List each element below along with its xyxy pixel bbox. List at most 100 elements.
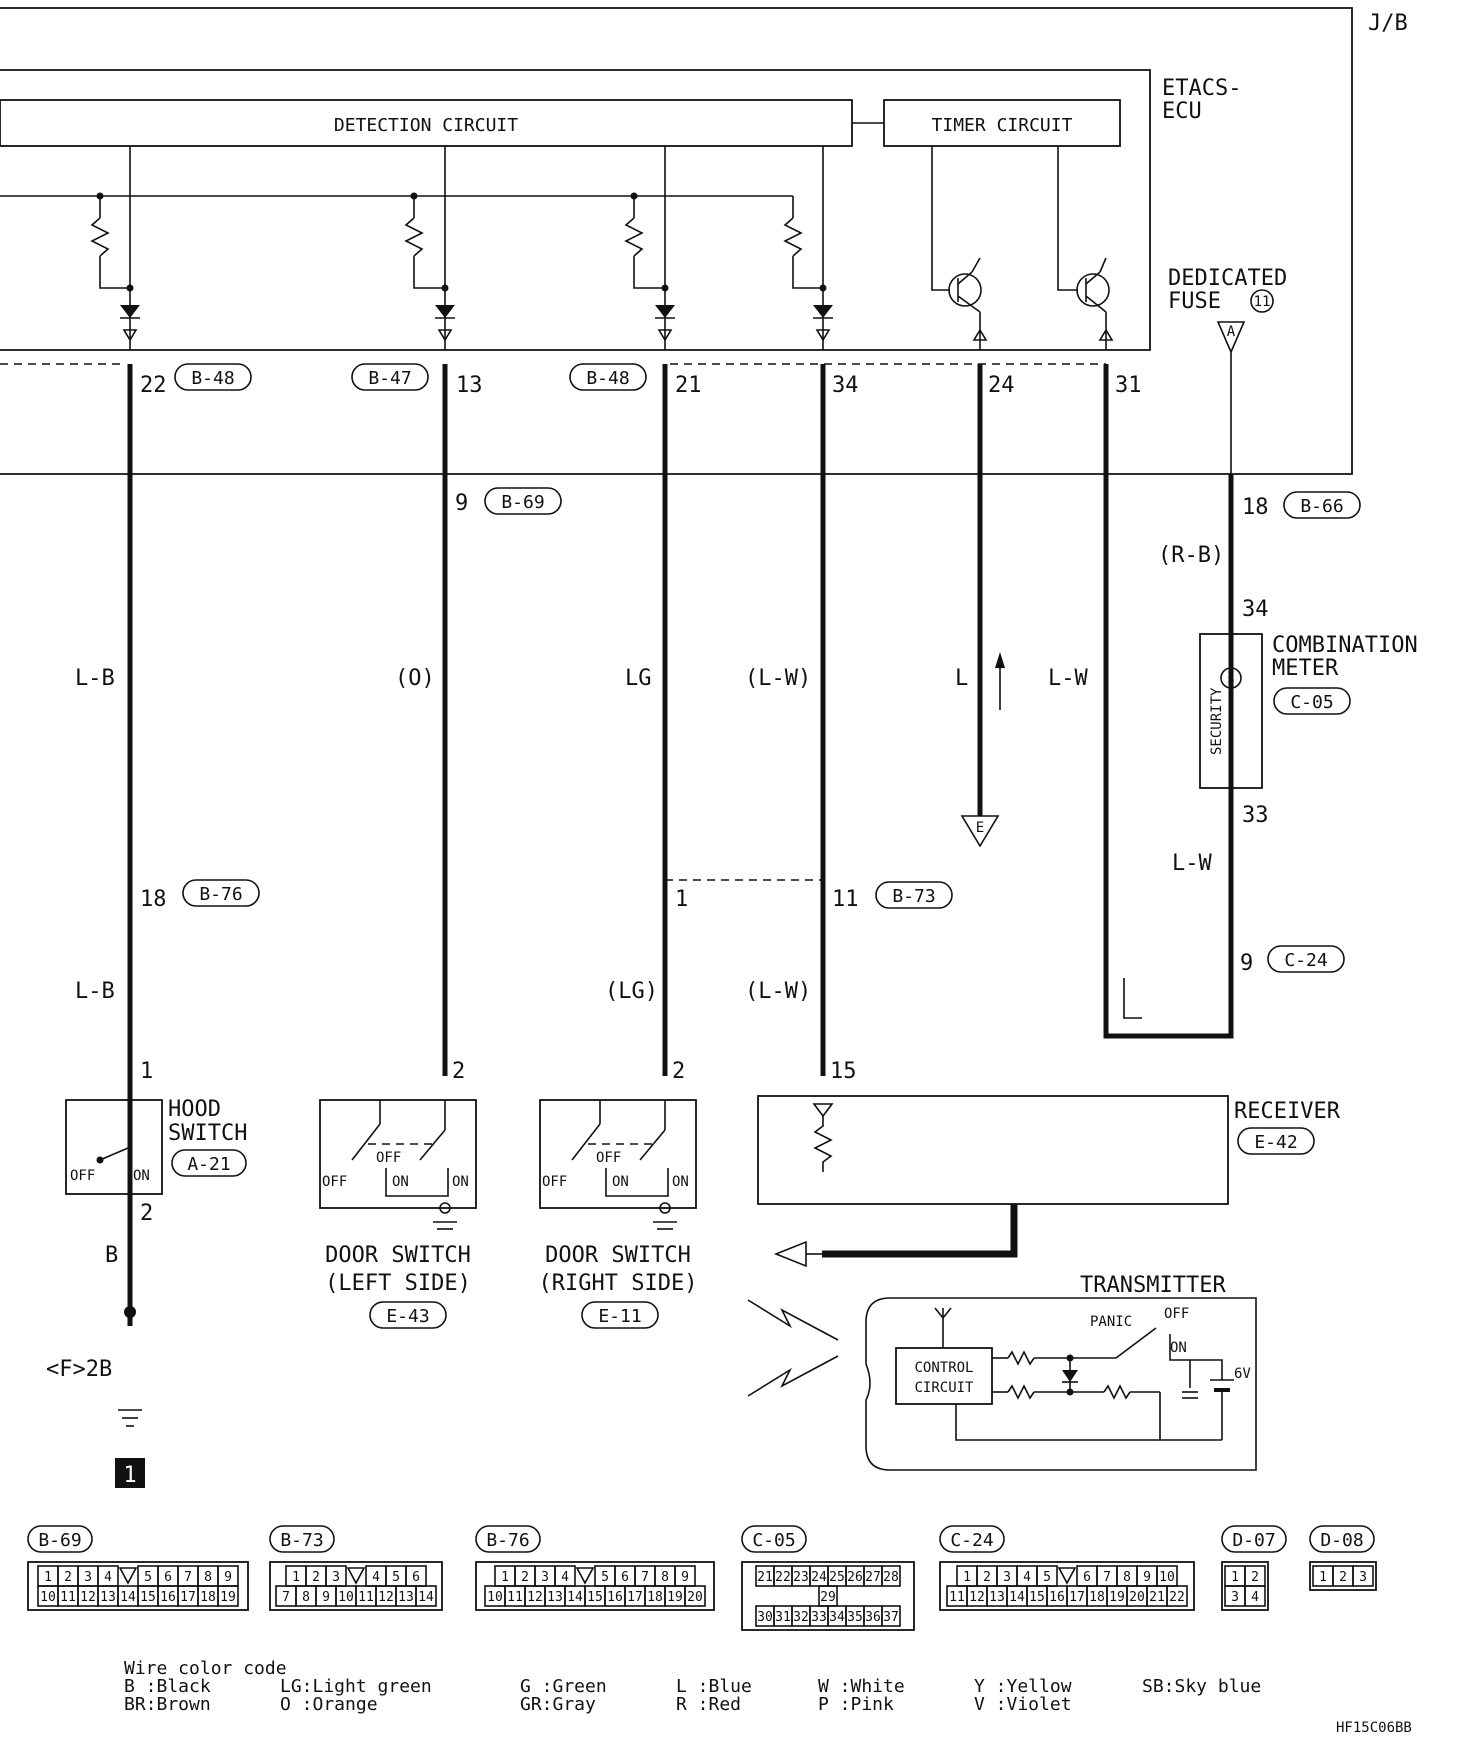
connector-pin: 10 [40, 1590, 56, 1605]
connector-pin: 2 [64, 1570, 72, 1585]
connector-pin: 20 [1129, 1590, 1145, 1605]
connector-c24: C-24 [1284, 950, 1327, 971]
timer-circuit-box [883, 99, 1121, 147]
connector-pin: 17 [627, 1590, 643, 1605]
connector-pin: 18 [1089, 1590, 1105, 1605]
mid-connectors: 18 B-76 1 11 B-73 9 C-24 [140, 879, 1345, 1019]
connector-pin: 19 [667, 1590, 683, 1605]
transmitter-label: TRANSMITTER [1080, 1273, 1226, 1298]
door-right-off2-label: OFF [542, 1174, 567, 1190]
wires [127, 364, 1234, 1326]
connector-b73: B-73 [892, 886, 935, 907]
connector-pin: 1 [963, 1570, 971, 1585]
detection-branch-door-right [624, 146, 675, 350]
connector-pin: 20 [687, 1590, 703, 1605]
connector-pin: 2 [1339, 1570, 1347, 1585]
connector-pin: 28 [883, 1570, 899, 1585]
connector-pin: 18 [200, 1590, 216, 1605]
junction-block: J/B [0, 7, 1408, 475]
connector-pin: 29 [820, 1590, 836, 1605]
connector-pin: 5 [1043, 1570, 1051, 1585]
door-right-on2-label: ON [672, 1174, 689, 1190]
battery-label: 6V [1234, 1366, 1251, 1382]
legend-entry-sky-blue: SB:Sky blue [1142, 1676, 1261, 1697]
connector-pin: 12 [969, 1590, 985, 1605]
wire-color-door-right-lower: (LG) [605, 979, 658, 1004]
e-label: E [976, 820, 984, 836]
wire-color-door-right-upper: LG [625, 666, 652, 691]
e-terminal: E [960, 815, 1000, 848]
svg-text:s: s [1227, 671, 1235, 687]
hood-switch-label-line1: HOOD [168, 1097, 221, 1122]
connector-pin: 14 [567, 1590, 583, 1605]
connector-pin: 2 [1251, 1570, 1259, 1585]
radio-signal-icon [747, 1299, 839, 1397]
timer-circuit-label: TIMER CIRCUIT [932, 115, 1073, 136]
door-right-on-label: ON [612, 1174, 629, 1190]
door-left-label-line1: DOOR SWITCH [325, 1243, 471, 1268]
connector-pin: 3 [1359, 1570, 1367, 1585]
wire-color-legend: Wire color code B :Black BR:Brown LG:Lig… [124, 1658, 1261, 1715]
connector-pin: 8 [1123, 1570, 1131, 1585]
door-left-off2-label: OFF [322, 1174, 347, 1190]
connector-pin: 1 [44, 1570, 52, 1585]
connector-diagram-label: B-73 [280, 1530, 323, 1551]
meter-pin-out: 33 [1242, 803, 1269, 828]
connector-pin: 8 [302, 1590, 310, 1605]
transistor-pin31 [1057, 146, 1114, 350]
connector-pin: 4 [1023, 1570, 1031, 1585]
meter-label-line1: COMBINATION [1272, 633, 1418, 658]
wire-color-hood-ground: B [105, 1243, 118, 1268]
legend-entry-green: G :Green [520, 1676, 607, 1697]
wire-color-fuse: (R-B) [1158, 543, 1224, 568]
connector-pin: 21 [1149, 1590, 1165, 1605]
connector-e42: E-42 [1254, 1132, 1297, 1153]
ecu-pin-13: 13 [456, 373, 483, 398]
connector-pin: 7 [184, 1570, 192, 1585]
legend-entry-pink: P :Pink [818, 1694, 894, 1715]
connector-pin: 11 [949, 1590, 965, 1605]
connector-pin: 16 [1049, 1590, 1065, 1605]
connector-pin: 8 [204, 1570, 212, 1585]
fuse-number: 11 [1254, 294, 1271, 310]
connector-pin: 19 [1109, 1590, 1125, 1605]
door-left-pin: 2 [452, 1059, 465, 1084]
connector-a21: A-21 [187, 1154, 230, 1175]
connector-pin: 21 [757, 1570, 773, 1585]
legend-entry-black: B :Black [124, 1676, 211, 1697]
connector-diagram-label: D-08 [1320, 1530, 1363, 1551]
jb-label: J/B [1368, 11, 1408, 36]
ecu-pin-24: 24 [988, 373, 1015, 398]
door-left-off-label: OFF [376, 1150, 401, 1166]
connector-pin: 10 [338, 1590, 354, 1605]
connector-pin: 9 [224, 1570, 232, 1585]
ecu-pin-21: 21 [675, 373, 702, 398]
legend-entry-red: R :Red [676, 1694, 741, 1715]
door-left-on2-label: ON [452, 1174, 469, 1190]
wire-color-door-left: (O) [395, 666, 435, 691]
fuse-label-line1: DEDICATED [1168, 266, 1287, 291]
connector-b47: B-47 [368, 368, 411, 389]
connector-pin: 10 [1159, 1570, 1175, 1585]
control-circuit-line2: CIRCUIT [914, 1380, 974, 1396]
connector-pin: 13 [547, 1590, 563, 1605]
connector-pin: 18 [647, 1590, 663, 1605]
door-switch-left: 2 OFF OFF ON ON DOOR SWITCH (LEFT SIDE) … [319, 1059, 477, 1329]
hood-ground-ref: <F>2B [46, 1357, 112, 1382]
connector-pin: 11 [60, 1590, 76, 1605]
connector-pin: 30 [757, 1610, 773, 1625]
connector-pin: 12 [527, 1590, 543, 1605]
connector-diagram-label: C-05 [752, 1530, 795, 1551]
hood-pin-bottom: 2 [140, 1201, 153, 1226]
connector-pin: 2 [983, 1570, 991, 1585]
door-right-off-label: OFF [596, 1150, 621, 1166]
receiver: 15 RECEIVER E-42 [757, 1059, 1341, 1268]
legend-entry-light-green: LG:Light green [280, 1676, 432, 1697]
detection-branch-receiver [783, 146, 833, 350]
